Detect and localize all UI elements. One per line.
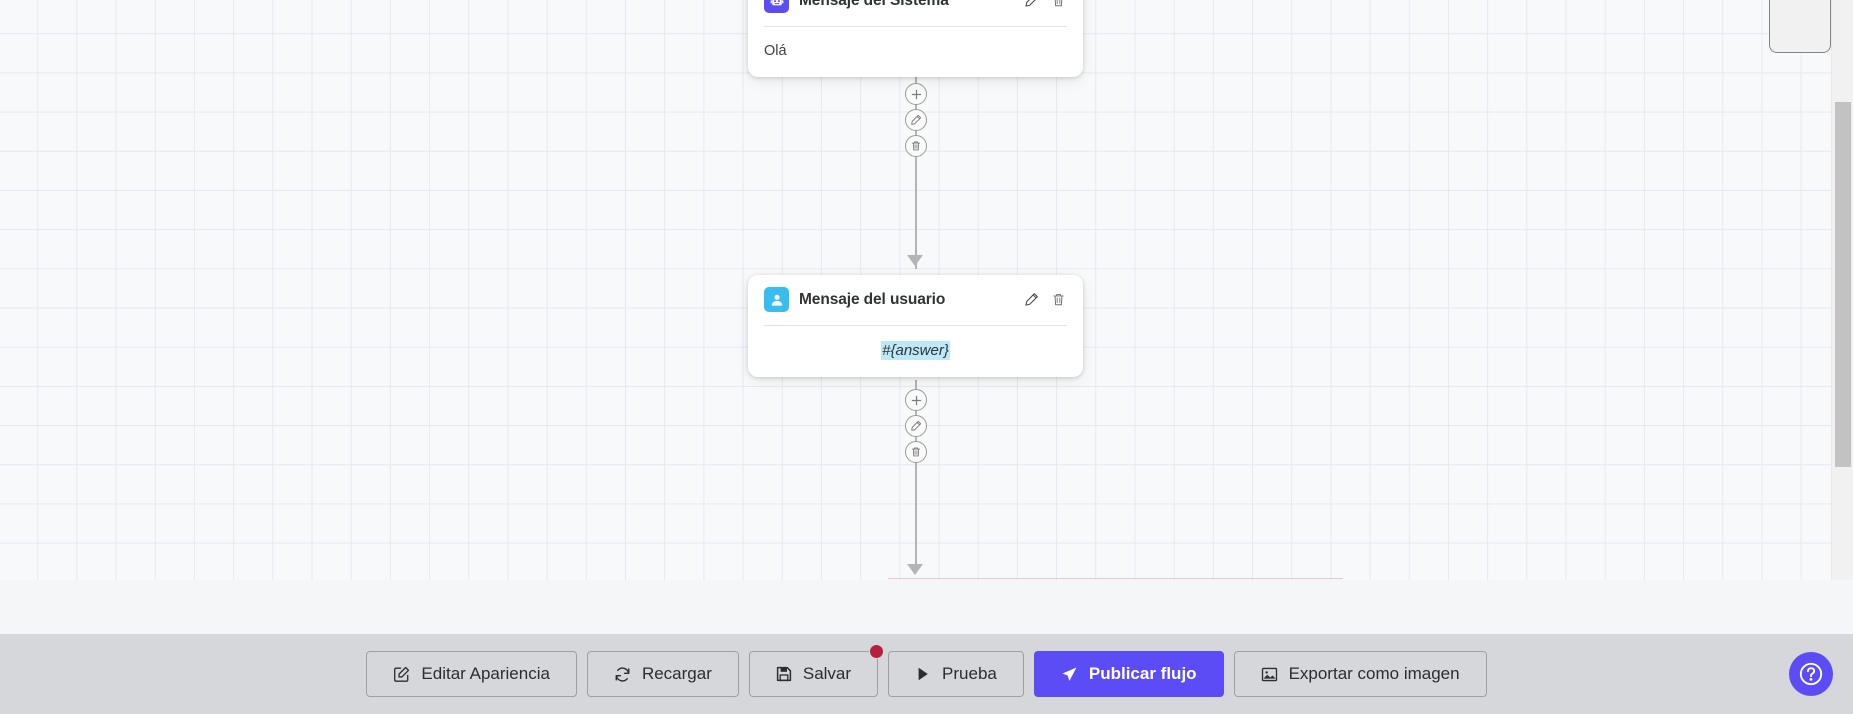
pencil-icon [1024,293,1038,306]
pencil-icon [911,114,922,125]
node-actions [1022,291,1067,309]
trash-icon [1052,293,1064,306]
add-node-button[interactable] [905,389,927,411]
delete-connector-button[interactable] [905,441,927,463]
node-header: Mensaje del usuario [764,287,1067,312]
connector-arrow-2 [907,564,923,575]
export-image-button[interactable]: Exportar como imagen [1233,651,1487,697]
button-label: Exportar como imagen [1288,664,1460,683]
button-label: Publicar flujo [1088,664,1197,683]
connector-arrow-1 [907,255,923,266]
pencil-icon [1024,0,1036,7]
node-title: Mensaje del Sistema [799,0,949,9]
button-label: Editar Apariencia [421,664,550,683]
trash-icon [1054,0,1062,7]
edit-connector-button[interactable] [905,415,927,437]
node-body: #{answer} [764,326,1067,360]
pencil-icon [911,420,922,431]
publish-flow-button[interactable]: Publicar flujo [1033,651,1224,697]
connector-line-2 [915,380,917,572]
node-title: Mensaje del usuario [799,290,946,308]
edit-node-button[interactable] [1022,0,1040,10]
delete-node-button[interactable] [1049,0,1067,10]
user-icon [764,287,789,312]
variable-token: #{answer} [881,341,950,360]
edit-connector-button[interactable] [905,109,927,131]
node-divider [764,26,1067,27]
connector-actions-1[interactable] [905,83,927,157]
delete-connector-button[interactable] [905,135,927,157]
node-body-text: Olá [764,43,787,59]
test-button[interactable]: Prueba [888,651,1024,697]
canvas-bottom-fade [0,580,1853,634]
reload-button[interactable]: Recargar [586,651,739,697]
unsaved-changes-badge [869,644,885,659]
trash-icon [911,447,921,457]
help-button[interactable] [1789,652,1833,696]
node-user-message[interactable]: Mensaje del usuario [748,275,1083,377]
button-label: Prueba [942,664,997,683]
next-node-edge-hint [888,578,1343,579]
flow-canvas[interactable]: Mensaje del Sistema [0,0,1853,634]
node-header: Mensaje del Sistema [764,0,1067,13]
button-label: Salvar [802,664,852,683]
bottom-toolbar: Editar Apariencia Recargar Sa [0,634,1853,714]
vertical-scrollbar[interactable] [1831,0,1853,634]
robot-icon [764,0,789,13]
connector-line-1 [915,74,917,269]
trash-icon [911,141,921,151]
delete-node-button[interactable] [1049,291,1067,309]
edit-square-icon [393,666,410,683]
question-circle-icon [1799,662,1823,686]
node-divider [764,325,1067,326]
play-icon [915,666,931,682]
add-node-button[interactable] [905,83,927,105]
plus-icon [911,395,921,405]
canvas-side-panel[interactable] [1769,0,1831,53]
button-label: Recargar [641,664,712,683]
save-disk-icon [776,666,792,682]
node-system-message[interactable]: Mensaje del Sistema [748,0,1083,77]
node-actions [1022,0,1067,10]
edit-node-button[interactable] [1022,291,1040,309]
refresh-icon [614,666,631,683]
plus-icon [911,89,921,99]
connector-actions-2[interactable] [905,389,927,463]
publish-icon [1061,666,1078,683]
save-button[interactable]: Salvar [748,644,885,697]
edit-appearance-button[interactable]: Editar Apariencia [366,651,577,697]
image-icon [1261,666,1278,683]
scrollbar-thumb[interactable] [1835,102,1851,467]
